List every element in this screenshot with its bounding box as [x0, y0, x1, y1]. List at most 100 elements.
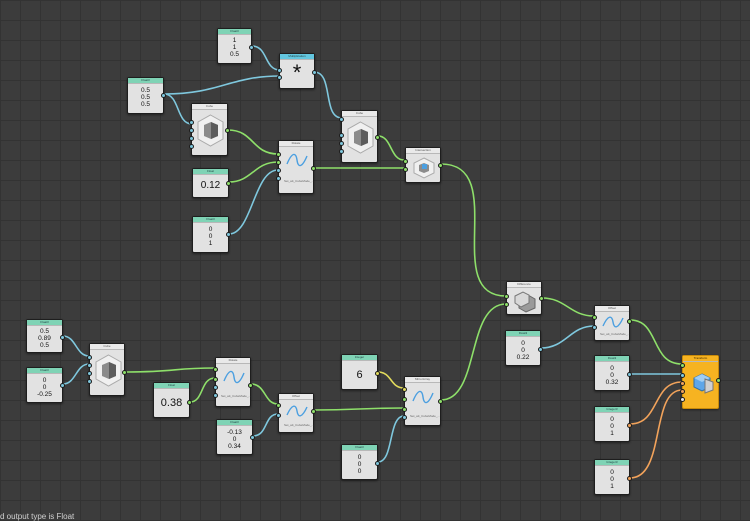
integer-value[interactable]: 6 — [356, 369, 363, 381]
output-port[interactable] — [249, 45, 254, 50]
output-port[interactable] — [716, 378, 721, 383]
output-port[interactable] — [627, 372, 632, 377]
input-port[interactable] — [276, 403, 281, 408]
output-port[interactable] — [311, 166, 316, 171]
value-x[interactable]: 0 — [42, 377, 47, 384]
input-port[interactable] — [680, 363, 685, 368]
output-port[interactable] — [187, 400, 192, 405]
value-z[interactable]: 0.5 — [229, 51, 240, 58]
input-port[interactable] — [402, 387, 407, 392]
input-port[interactable] — [592, 325, 597, 330]
cube-node[interactable]: Cube — [189, 103, 230, 156]
float3-node[interactable]: Float3 0.5 0.89 0.5 — [26, 319, 65, 353]
input-port[interactable] — [87, 363, 92, 368]
output-port[interactable] — [250, 435, 255, 440]
value-y[interactable]: 0 — [521, 347, 525, 354]
output-port[interactable] — [311, 409, 316, 414]
float3-node[interactable]: Float3 1 1 0.5 — [217, 28, 254, 64]
output-port[interactable] — [438, 399, 443, 404]
input-port[interactable] — [277, 68, 282, 73]
float3-node[interactable]: Float3 0 0 -0.25 — [26, 367, 65, 403]
float-value[interactable]: 0.38 — [160, 397, 183, 409]
output-port[interactable] — [60, 335, 65, 340]
input-port[interactable] — [339, 141, 344, 146]
value-z[interactable]: 0.34 — [228, 443, 241, 450]
value-z[interactable]: 1 — [610, 430, 614, 437]
value-z[interactable]: -0.25 — [37, 391, 52, 398]
input-port[interactable] — [339, 117, 344, 122]
output-port[interactable] — [312, 70, 317, 75]
cube-node[interactable]: Cube — [339, 110, 380, 163]
value-x[interactable]: 0 — [357, 454, 362, 461]
input-port[interactable] — [276, 168, 281, 173]
input-port[interactable] — [276, 160, 281, 165]
output-port[interactable] — [538, 347, 543, 352]
input-port[interactable] — [189, 120, 194, 125]
float3-node[interactable]: Float3 0 0 1 — [192, 216, 231, 253]
multiplication-node[interactable]: Multiplication * — [277, 53, 317, 89]
output-port[interactable] — [226, 232, 231, 237]
input-port[interactable] — [680, 381, 685, 386]
input-port[interactable] — [189, 144, 194, 149]
integer3-node[interactable]: Integer3 0 0 1 — [594, 406, 632, 442]
value-z[interactable]: 1 — [208, 240, 213, 247]
input-port[interactable] — [504, 294, 509, 299]
input-port[interactable] — [680, 397, 685, 402]
value-y[interactable]: 1 — [232, 44, 237, 51]
input-port[interactable] — [680, 389, 685, 394]
input-port[interactable] — [213, 393, 218, 398]
difference-node[interactable]: Difference — [504, 281, 544, 315]
value-x[interactable]: 0 — [208, 226, 213, 233]
output-port[interactable] — [627, 319, 632, 324]
value-z[interactable]: 0.32 — [605, 379, 619, 386]
integer3-node[interactable]: Integer3 0 0 1 — [594, 459, 632, 495]
output-port[interactable] — [375, 461, 380, 466]
input-port[interactable] — [276, 413, 281, 418]
value-x[interactable]: 0 — [610, 469, 614, 476]
rotate-node[interactable]: Rotate Set_att_CubeMode_... — [213, 357, 253, 407]
output-port[interactable] — [122, 370, 127, 375]
float3-node[interactable]: Float3 0 0 0 — [341, 444, 380, 480]
value-x[interactable]: -0.13 — [227, 429, 242, 436]
offset-node[interactable]: Offset Set_att_CubeMode_... — [592, 305, 632, 341]
output-port[interactable] — [539, 296, 544, 301]
value-y[interactable]: 0 — [208, 233, 213, 240]
input-port[interactable] — [403, 159, 408, 164]
input-port[interactable] — [592, 315, 597, 320]
transform-node[interactable]: Transform — [680, 355, 721, 409]
output-port[interactable] — [375, 371, 380, 376]
output-port[interactable] — [627, 423, 632, 428]
input-port[interactable] — [402, 415, 407, 420]
input-port[interactable] — [213, 377, 218, 382]
output-port[interactable] — [375, 135, 380, 140]
input-port[interactable] — [87, 371, 92, 376]
integer-node[interactable]: Integer 6 — [341, 354, 380, 390]
input-port[interactable] — [339, 133, 344, 138]
value-y[interactable]: 0 — [42, 384, 47, 391]
float3-node[interactable]: Float3 0.5 0.5 0.5 — [127, 77, 166, 114]
float-value[interactable]: 0.12 — [200, 180, 221, 191]
input-port[interactable] — [87, 379, 92, 384]
value-z[interactable]: 0 — [357, 468, 362, 475]
mirror-array-node[interactable]: MirrorArray Set_att_CubeMode_... — [402, 376, 443, 426]
input-port[interactable] — [339, 149, 344, 154]
value-y[interactable]: 0 — [610, 476, 614, 483]
input-port[interactable] — [189, 128, 194, 133]
input-port[interactable] — [87, 355, 92, 360]
output-port[interactable] — [438, 163, 443, 168]
rotate-node[interactable]: Rotate Set_att_CubeMode_... — [276, 140, 316, 194]
value-x[interactable]: 0 — [610, 416, 614, 423]
input-port[interactable] — [504, 302, 509, 307]
input-port[interactable] — [277, 75, 282, 80]
output-port[interactable] — [60, 383, 65, 388]
float3-node[interactable]: Float3 -0.13 0 0.34 — [216, 419, 255, 455]
float-node[interactable]: Float 0.38 — [153, 382, 192, 418]
value-y[interactable]: 0.5 — [140, 94, 151, 101]
input-port[interactable] — [402, 407, 407, 412]
cube-node[interactable]: Cube — [87, 343, 127, 396]
input-port[interactable] — [402, 397, 407, 402]
value-x[interactable]: 0.5 — [140, 87, 151, 94]
output-port[interactable] — [161, 93, 166, 98]
intersection-node[interactable]: Intersection — [403, 147, 443, 183]
input-port[interactable] — [680, 373, 685, 378]
